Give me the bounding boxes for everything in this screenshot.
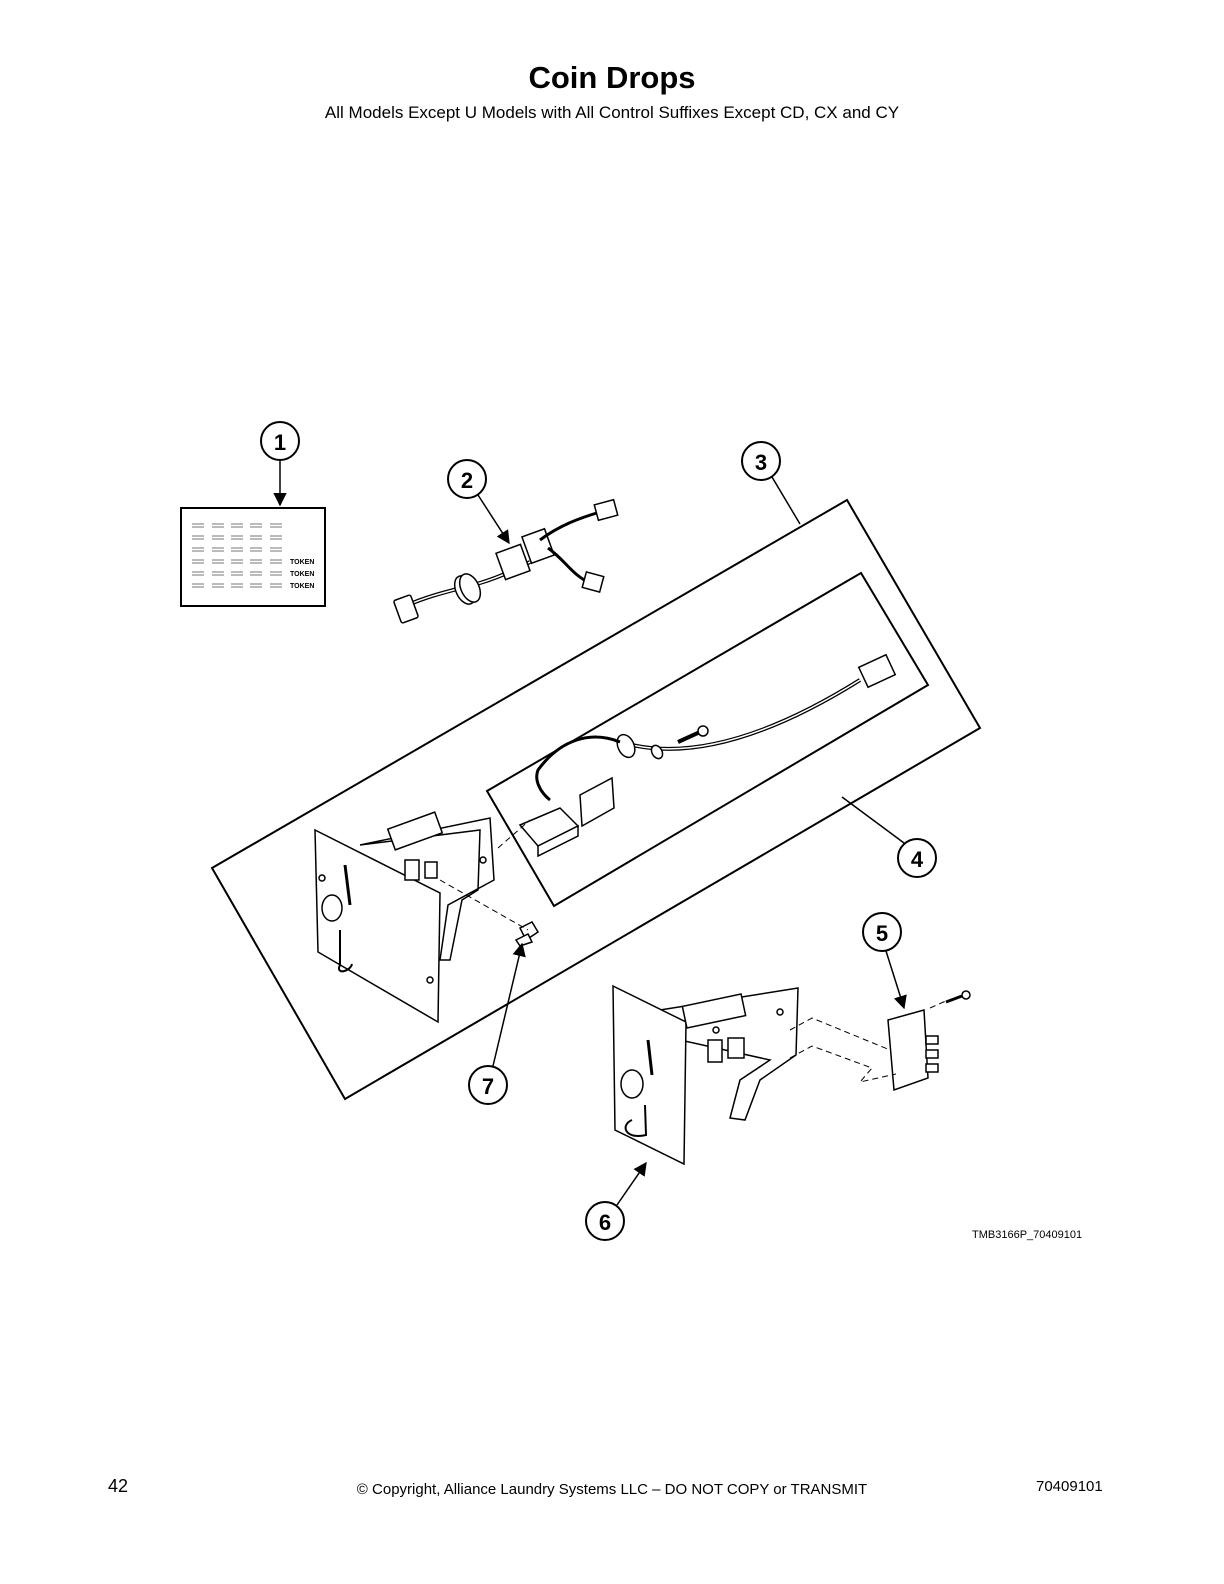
clip-alignment-line xyxy=(439,819,531,931)
callout-6: 6 xyxy=(585,1161,647,1241)
page-number: 42 xyxy=(108,1476,129,1496)
decal-label: TOKEN xyxy=(290,583,314,590)
svg-text:1: 1 xyxy=(274,430,286,455)
svg-text:3: 3 xyxy=(755,450,767,475)
svg-text:5: 5 xyxy=(876,921,888,946)
microswitch-part xyxy=(887,990,971,1092)
svg-text:6: 6 xyxy=(599,1210,611,1235)
coin-drop-assembly-lower xyxy=(612,984,799,1166)
switch-alignment-lines xyxy=(789,999,949,1083)
callout-2: 2 xyxy=(447,459,510,545)
coin-drop-assembly-upper xyxy=(314,811,495,1024)
coin-drop-kit-outline xyxy=(210,498,982,1101)
copyright-notice: © Copyright, Alliance Laundry Systems LL… xyxy=(356,1481,868,1498)
svg-text:7: 7 xyxy=(482,1074,494,1099)
page-title: Coin Drops xyxy=(528,60,696,95)
decal-label: TOKEN xyxy=(290,559,314,566)
callout-4: 4 xyxy=(841,796,937,878)
document-number: 70409101 xyxy=(1036,1478,1103,1495)
page-subtitle: All Models Except U Models with All Cont… xyxy=(324,103,900,122)
callout-5: 5 xyxy=(862,912,907,1010)
decal-part: TOKEN TOKEN TOKEN xyxy=(180,507,326,607)
optic-harness-outline xyxy=(485,571,930,908)
callout-1: 1 xyxy=(260,421,300,507)
optic-sensor-part xyxy=(518,653,897,858)
svg-text:4: 4 xyxy=(911,847,924,872)
decal-label: TOKEN xyxy=(290,571,314,578)
callout-7: 7 xyxy=(468,942,526,1105)
callout-3: 3 xyxy=(741,441,801,525)
figure-id: TMB3166P_70409101 xyxy=(972,1229,1083,1241)
wire-harness-part xyxy=(393,498,619,624)
svg-text:2: 2 xyxy=(461,468,473,493)
